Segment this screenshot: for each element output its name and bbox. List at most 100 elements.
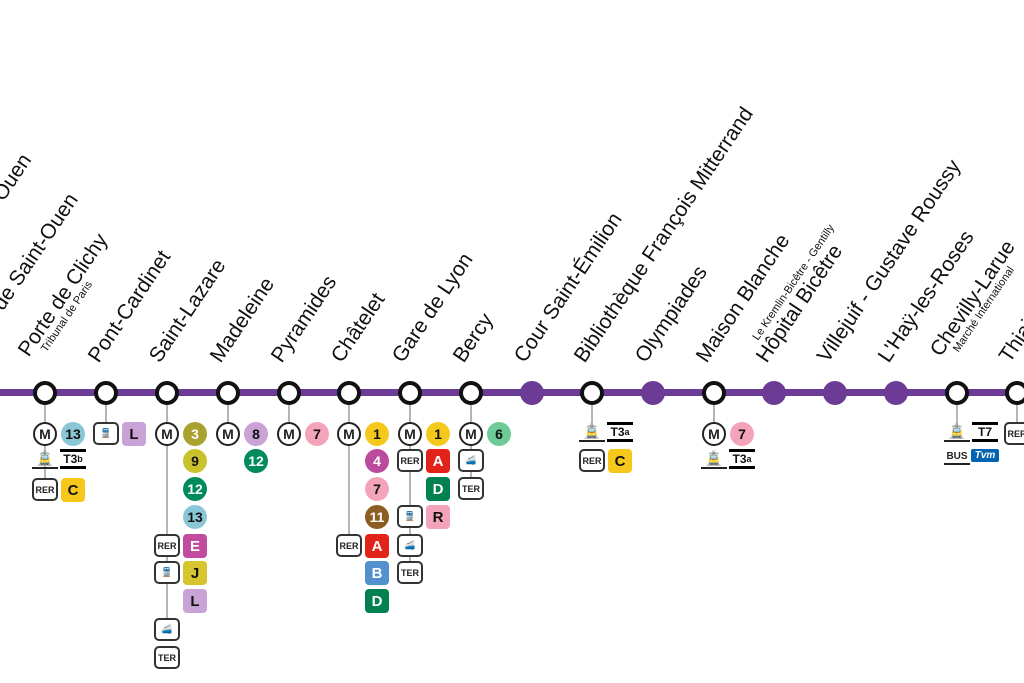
station-dot[interactable] — [155, 381, 179, 405]
metro-line-badge[interactable]: 7 — [365, 477, 389, 501]
mode-icon[interactable]: TER — [397, 561, 423, 584]
mode-icon[interactable]: 🚆 — [93, 422, 119, 445]
rer-line-badge[interactable]: L — [122, 422, 146, 446]
metro-icon[interactable]: M — [33, 422, 57, 446]
mode-icon[interactable]: RER — [579, 449, 605, 472]
station-dot[interactable] — [945, 381, 969, 405]
metro-icon[interactable]: M — [277, 422, 301, 446]
station-name: Thiais — [994, 307, 1024, 367]
station-label: Cour Saint-Émilion — [510, 209, 627, 367]
rer-line-badge[interactable]: A — [365, 534, 389, 558]
metro-line-badge[interactable]: 9 — [183, 449, 207, 473]
station-dot[interactable] — [459, 381, 483, 405]
mode-icon[interactable]: RER — [1004, 422, 1024, 445]
tram-icon[interactable]: 🚊 — [944, 422, 970, 442]
badge-suffix: a — [624, 427, 630, 437]
mode-icon[interactable]: RER — [336, 534, 362, 557]
metro-line-badge[interactable]: 3 — [183, 422, 207, 446]
station-name: Châtelet — [326, 288, 390, 367]
mode-icon[interactable]: TER — [458, 477, 484, 500]
rer-line-badge[interactable]: R — [426, 505, 450, 529]
rer-line-badge[interactable]: D — [365, 589, 389, 613]
station-dot[interactable] — [762, 381, 786, 405]
connector-stem — [713, 405, 715, 434]
mode-icon[interactable]: 🚄 — [397, 534, 423, 557]
metro-icon[interactable]: M — [216, 422, 240, 446]
metro-line-badge[interactable]: 7 — [305, 422, 329, 446]
mode-icon[interactable]: RER — [154, 534, 180, 557]
metro-line-badge[interactable]: 11 — [365, 505, 389, 529]
metro-line-badge[interactable]: 6 — [487, 422, 511, 446]
rer-line-badge[interactable]: L — [183, 589, 207, 613]
connector-stem — [166, 405, 168, 630]
station-label: Saint-Ouen — [0, 149, 37, 251]
rer-line-badge[interactable]: A — [426, 449, 450, 473]
badge-suffix: a — [746, 454, 752, 464]
connector-stem — [470, 405, 472, 489]
station-name: Saint-Ouen — [0, 149, 37, 251]
station-dot[interactable] — [398, 381, 422, 405]
station-dot[interactable] — [33, 381, 57, 405]
metro-icon[interactable]: M — [155, 422, 179, 446]
metro-line-badge[interactable]: 12 — [244, 449, 268, 473]
station-dot[interactable] — [520, 381, 544, 405]
rer-line-badge[interactable]: C — [61, 478, 85, 502]
rer-line-badge[interactable]: E — [183, 534, 207, 558]
station-label: Bercy — [448, 309, 498, 367]
metro-line-badge[interactable]: 7 — [730, 422, 754, 446]
mode-icon[interactable]: 🚄 — [154, 618, 180, 641]
rer-line-badge[interactable]: D — [426, 477, 450, 501]
metro-line-badge[interactable]: 1 — [426, 422, 450, 446]
station-dot[interactable] — [641, 381, 665, 405]
mode-icon[interactable]: 🚆 — [154, 561, 180, 584]
station-name: Bercy — [448, 309, 498, 367]
connector-stem — [591, 405, 593, 434]
metro-icon[interactable]: M — [702, 422, 726, 446]
metro-icon[interactable]: M — [337, 422, 361, 446]
mode-icon[interactable]: 🚄 — [458, 449, 484, 472]
connector-stem — [348, 405, 350, 546]
rer-line-badge[interactable]: B — [365, 561, 389, 585]
connector-stem — [1016, 405, 1018, 434]
tram-icon[interactable]: 🚊 — [579, 422, 605, 442]
station-dot[interactable] — [277, 381, 301, 405]
metro-line-badge[interactable]: 13 — [61, 422, 85, 446]
tram-line-badge[interactable]: T7 — [972, 422, 998, 442]
mode-icon[interactable]: 🚆 — [397, 505, 423, 528]
rer-line-badge[interactable]: C — [608, 449, 632, 473]
station-dot[interactable] — [1005, 381, 1024, 405]
badge-suffix: b — [77, 454, 83, 464]
metro-line-badge[interactable]: 1 — [365, 422, 389, 446]
line-track — [0, 389, 1024, 396]
connector-stem — [44, 405, 46, 490]
station-dot[interactable] — [884, 381, 908, 405]
mode-icon[interactable]: RER — [397, 449, 423, 472]
station-dot[interactable] — [94, 381, 118, 405]
metro-line-badge[interactable]: 4 — [365, 449, 389, 473]
station-dot[interactable] — [823, 381, 847, 405]
connector-stem — [105, 405, 107, 434]
tvm-badge[interactable]: Tvm — [971, 449, 999, 462]
station-dot[interactable] — [337, 381, 361, 405]
station-dot[interactable] — [702, 381, 726, 405]
connector-stem — [288, 405, 290, 434]
metro-icon[interactable]: M — [398, 422, 422, 446]
station-dot[interactable] — [580, 381, 604, 405]
tram-icon[interactable]: 🚊 — [701, 449, 727, 469]
connector-stem — [227, 405, 229, 434]
rer-line-badge[interactable]: J — [183, 561, 207, 585]
metro-line-badge[interactable]: 8 — [244, 422, 268, 446]
metro-line-badge[interactable]: 12 — [183, 477, 207, 501]
mode-icon[interactable]: TER — [154, 646, 180, 669]
tram-icon[interactable]: 🚊 — [32, 449, 58, 469]
connector-stem — [409, 405, 411, 573]
metro-icon[interactable]: M — [459, 422, 483, 446]
station-dot[interactable] — [216, 381, 240, 405]
metro-line-badge[interactable]: 13 — [183, 505, 207, 529]
bus-icon[interactable]: BUS — [944, 449, 970, 465]
mode-icon[interactable]: RER — [32, 478, 58, 501]
